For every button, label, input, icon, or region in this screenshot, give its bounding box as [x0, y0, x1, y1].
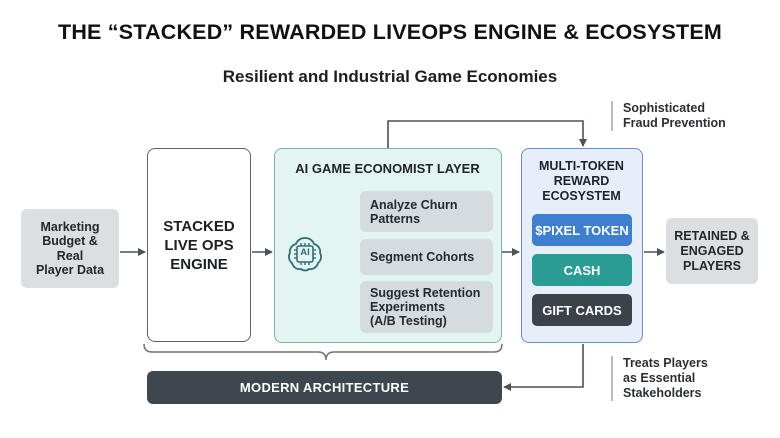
loop-top — [387, 120, 587, 148]
ai-chip-label: AI — [300, 247, 310, 258]
input-line1: Marketing — [40, 219, 100, 234]
stake-note-line1: Treats Players — [623, 356, 708, 370]
task-2-line1: Segment Cohorts — [370, 250, 475, 264]
output-line3: PLAYERS — [683, 258, 741, 273]
engine-line1: STACKED — [163, 217, 235, 235]
stakeholders-note: Treats Players as Essential Stakeholders — [611, 356, 771, 401]
architecture-bracket — [143, 343, 503, 361]
reward-ecosystem: MULTI-TOKEN REWARD ECOSYSTEM $PIXEL TOKE… — [521, 148, 643, 343]
ecosystem-title-line2: REWARD — [553, 174, 610, 188]
stake-note-line2: as Essential — [623, 371, 696, 385]
ecosystem-title: MULTI-TOKEN REWARD ECOSYSTEM — [522, 159, 641, 204]
task-suggest-retention: Suggest Retention Experiments (A/B Testi… — [360, 281, 493, 333]
engine-line2: LIVE OPS — [164, 236, 234, 254]
input-line4: Player Data — [35, 263, 105, 277]
stake-note-line3: Stakeholders — [623, 386, 702, 400]
task-3-line3: (A/B Testing) — [370, 314, 447, 328]
ai-chip-icon: AI — [286, 235, 324, 273]
input-line2: Budget & — [42, 234, 98, 248]
token-gift-cards: GIFT CARDS — [532, 294, 632, 326]
fraud-prevention-note: Sophisticated Fraud Prevention — [611, 101, 771, 131]
output-box: RETAINED & ENGAGED PLAYERS — [666, 218, 758, 284]
token-pixel: $PIXEL TOKEN — [532, 214, 632, 246]
ecosystem-title-line3: ECOSYSTEM — [542, 189, 621, 203]
page-subtitle: Resilient and Industrial Game Economies — [222, 67, 558, 86]
input-line3: Real — [56, 248, 84, 263]
token-cash: CASH — [532, 254, 632, 286]
modern-architecture-bar: MODERN ARCHITECTURE — [147, 371, 502, 404]
ecosystem-title-line1: MULTI-TOKEN — [539, 159, 624, 173]
engine-line3: ENGINE — [170, 255, 228, 273]
task-3-line1: Suggest Retention — [370, 286, 481, 300]
fraud-note-line1: Sophisticated — [623, 101, 705, 115]
loop-bottom — [503, 344, 584, 391]
fraud-note-line2: Fraud Prevention — [623, 116, 726, 130]
ai-layer-title: AI GAME ECONOMIST LAYER — [295, 161, 480, 176]
ai-economist-layer: AI GAME ECONOMIST LAYER AI Analyze Churn… — [274, 148, 502, 343]
output-line1: RETAINED & — [674, 228, 750, 243]
task-3-line2: Experiments — [370, 300, 446, 314]
input-box: Marketing Budget & Real Player Data — [21, 209, 119, 288]
page-title: THE “STACKED” REWARDED LIVEOPS ENGINE & … — [57, 20, 723, 44]
task-1-line1: Analyze Churn — [370, 197, 458, 212]
task-analyze-churn: Analyze Churn Patterns — [360, 191, 493, 232]
engine-box: STACKED LIVE OPS ENGINE — [147, 148, 251, 342]
task-1-line2: Patterns — [370, 211, 421, 226]
output-line2: ENGAGED — [680, 243, 744, 258]
task-segment-cohorts: Segment Cohorts — [360, 239, 493, 275]
